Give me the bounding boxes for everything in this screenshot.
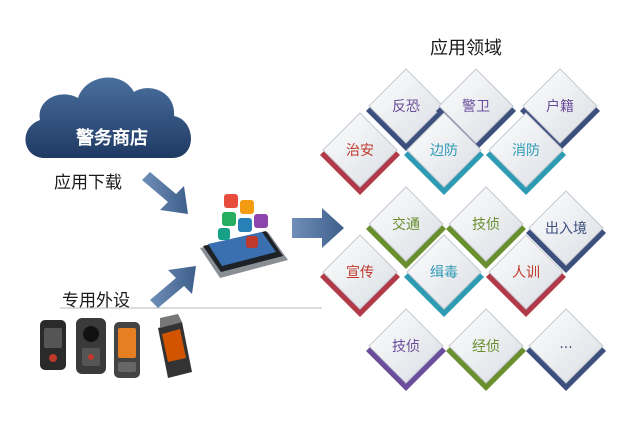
tile-label: 经侦 — [472, 339, 500, 355]
device-camera-icon — [76, 318, 106, 374]
domain-tile — [526, 308, 606, 391]
tile-face — [406, 112, 482, 188]
arrow-download — [142, 172, 188, 214]
domains-title: 应用领域 — [430, 38, 502, 59]
domain-tiles — [320, 68, 606, 391]
domain-tile — [446, 186, 526, 269]
device-recorder-icon — [40, 320, 66, 370]
device-terminal-icon — [114, 322, 140, 378]
domain-tile — [366, 186, 446, 269]
domain-tile — [486, 112, 566, 195]
tile-label: 治安 — [346, 143, 374, 159]
tile-face — [368, 308, 444, 384]
cloud-label: 警务商店 — [76, 128, 148, 149]
tile-label: 宣传 — [346, 265, 374, 281]
tile-label: 户籍 — [546, 99, 574, 115]
arrow-peripherals — [150, 266, 196, 308]
download-label: 应用下载 — [54, 173, 122, 193]
tile-label: 反恐 — [392, 99, 420, 115]
domain-tile — [366, 308, 446, 391]
tile-label: 交通 — [392, 217, 420, 233]
tile-face — [368, 68, 444, 144]
tile-label: ... — [559, 336, 573, 352]
cloud-icon — [25, 77, 191, 158]
tile-face — [368, 186, 444, 262]
tile-label: 警卫 — [462, 99, 490, 115]
tile-face — [488, 112, 564, 188]
tile-face — [438, 68, 514, 144]
tile-face — [448, 308, 524, 384]
tile-label: 出入境 — [545, 221, 587, 237]
arrow-to-domains — [292, 208, 344, 248]
tile-label: 技侦 — [472, 217, 500, 233]
tile-face — [406, 234, 482, 310]
domain-tile — [486, 234, 566, 317]
domain-tile — [526, 190, 606, 273]
tile-face — [322, 234, 398, 310]
tile-face — [322, 112, 398, 188]
tile-face — [522, 68, 598, 144]
domain-tile — [404, 234, 484, 317]
tile-label: 人训 — [512, 265, 540, 281]
tile-label: 技侦 — [392, 339, 420, 355]
domain-tile — [404, 112, 484, 195]
peripherals-label: 专用外设 — [62, 291, 130, 311]
domain-tile — [320, 112, 400, 195]
tile-label: 缉毒 — [430, 265, 458, 281]
device-pos-icon — [158, 314, 192, 378]
domain-tile — [320, 234, 400, 317]
peripheral-devices — [40, 314, 192, 378]
smartphone-icon — [200, 194, 288, 278]
tile-face — [448, 186, 524, 262]
domain-tile — [446, 308, 526, 391]
tile-face — [488, 234, 564, 310]
tile-label: 消防 — [512, 143, 540, 159]
tile-label: 边防 — [430, 143, 458, 159]
tile-face — [528, 308, 604, 384]
domain-tile — [520, 68, 600, 151]
tile-face — [528, 190, 604, 266]
